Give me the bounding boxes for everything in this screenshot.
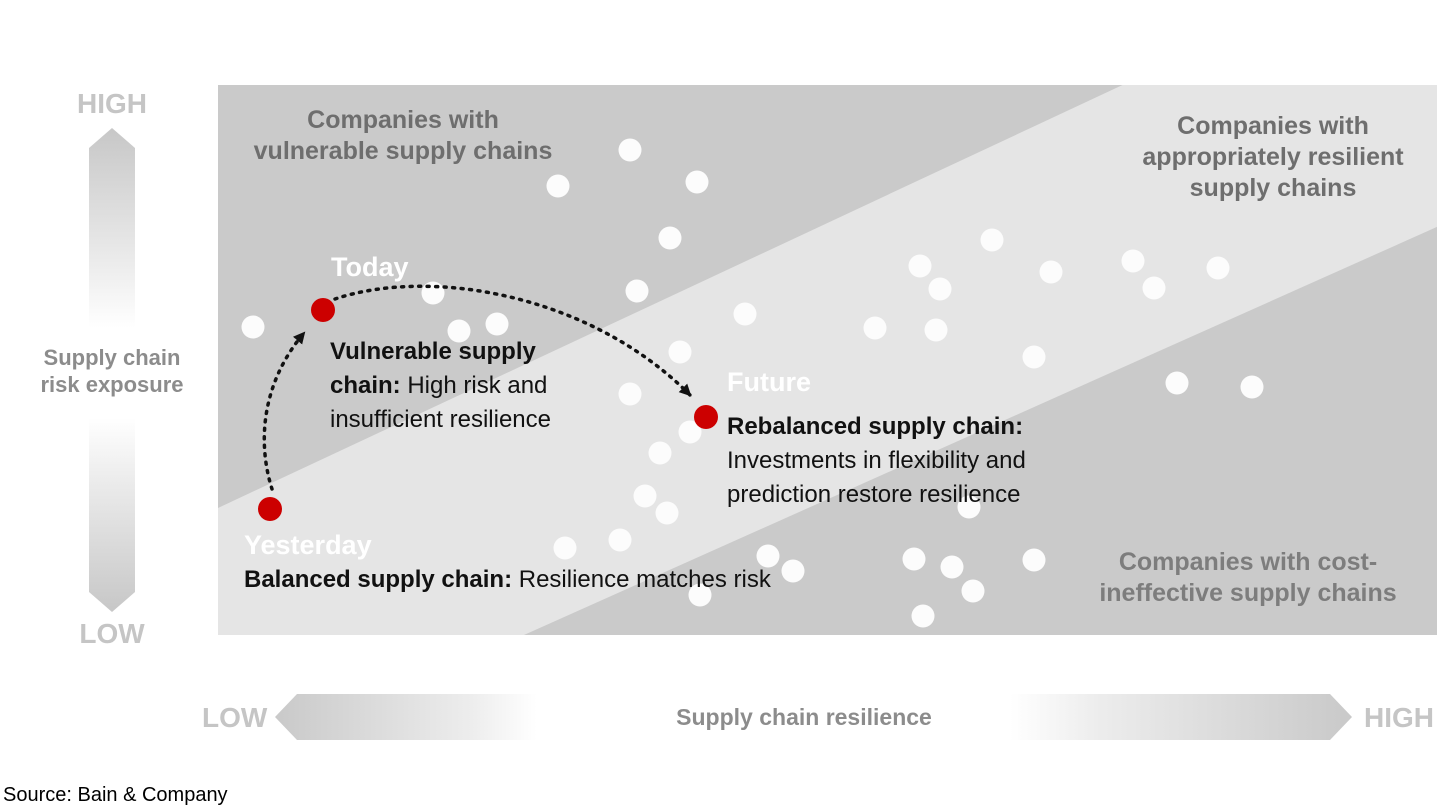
point-label-today: Today [331, 252, 409, 282]
x-axis-title: Supply chain resilience [676, 704, 932, 730]
background-dot [1022, 345, 1045, 369]
y-axis-down-arrow-icon [89, 418, 135, 612]
source-attribution: Source: Bain & Company [3, 784, 228, 806]
background-dot [688, 583, 711, 607]
background-dot [608, 528, 632, 552]
annotation-today: Vulnerable supply chain: High risk and i… [330, 335, 592, 437]
journey-arrows [262, 284, 692, 491]
scatter-dots-layer [218, 85, 1437, 635]
arrow-yesterday-to-today [262, 331, 306, 491]
y-axis-high-label: HIGH [77, 88, 147, 119]
background-dot [1121, 249, 1145, 273]
background-dot [485, 312, 509, 336]
y-axis-up-arrow-icon [89, 128, 135, 328]
background-dot [928, 277, 952, 301]
zone-label-line: vulnerable supply chains [253, 137, 553, 165]
background-dot [1039, 260, 1063, 284]
zone-label-vulnerable: Companies with vulnerable supply chains [236, 105, 570, 167]
background-dot [911, 604, 935, 628]
x-axis-high-label: HIGH [1364, 702, 1434, 733]
background-dot [648, 441, 672, 465]
background-dot [924, 318, 948, 342]
background-dot [940, 555, 964, 579]
background-dot [1206, 256, 1230, 280]
point-yesterday-dot [258, 497, 283, 522]
background-dot [658, 226, 682, 250]
background-dot [625, 279, 649, 303]
plot-area: Companies with vulnerable supply chains … [218, 85, 1437, 635]
point-label-yesterday: Yesterday [244, 530, 372, 560]
background-dot [241, 315, 265, 339]
background-dot [1165, 371, 1189, 395]
background-dot [678, 420, 702, 444]
annotation-yesterday-detail: Resilience matches risk [518, 566, 771, 593]
annotation-future: Rebalanced supply chain: Investments in … [727, 410, 1107, 512]
background-dot [961, 579, 985, 603]
zone-label-line: appropriately resilient [1142, 143, 1404, 171]
x-axis-low-label: LOW [202, 702, 268, 733]
background-dot [618, 138, 642, 162]
zone-label-line: ineffective supply chains [1099, 579, 1397, 607]
background-dot [546, 174, 570, 198]
annotation-today-headline: Vulnerable supply chain: [330, 338, 536, 399]
background-dot [1022, 548, 1045, 572]
background-dot [756, 544, 780, 568]
x-axis-right-arrow-icon [1010, 694, 1352, 740]
arrow-today-to-future [333, 284, 692, 397]
zone-label-line: Companies with [1177, 112, 1369, 140]
background-dot [618, 382, 642, 406]
background-dot [957, 495, 981, 519]
annotation-yesterday-headline: Balanced supply chain: [244, 566, 519, 593]
background-dot [668, 340, 692, 364]
background-dot [863, 316, 887, 340]
zone-label-cost-ineffective: Companies with cost- ineffective supply … [1081, 547, 1415, 609]
zone-label-line: supply chains [1189, 174, 1357, 202]
point-future-dot [693, 405, 718, 430]
background-dot [1240, 375, 1264, 399]
background-dot [908, 254, 932, 278]
background-dot [980, 228, 1004, 252]
point-today-dot [310, 297, 335, 322]
background-dot [1142, 276, 1166, 300]
background-dot [685, 170, 709, 194]
background-dot [655, 501, 679, 525]
zone-label-line: Companies with [307, 106, 499, 134]
zone-label-resilient: Companies with appropriately resilient s… [1106, 111, 1440, 204]
annotation-today-detail: High risk and insufficient resilience [330, 372, 552, 433]
y-axis-title: Supply chain risk exposure [40, 345, 184, 397]
background-dot [447, 319, 471, 343]
point-label-future: Future [727, 367, 811, 397]
x-axis-left-arrow-icon [275, 694, 537, 740]
annotation-future-headline: Rebalanced supply chain: [727, 413, 1024, 440]
zone-label-line: Companies with cost- [1118, 548, 1378, 576]
y-axis-low-label: LOW [79, 618, 145, 649]
background-dot [633, 484, 657, 508]
background-dot [781, 559, 805, 583]
annotation-future-detail: Investments in flexibility and predictio… [727, 447, 1026, 508]
background-dot [902, 547, 926, 571]
background-dot [553, 536, 577, 560]
annotation-yesterday: Balanced supply chain: Resilience matche… [244, 563, 771, 597]
background-dot [733, 302, 757, 326]
